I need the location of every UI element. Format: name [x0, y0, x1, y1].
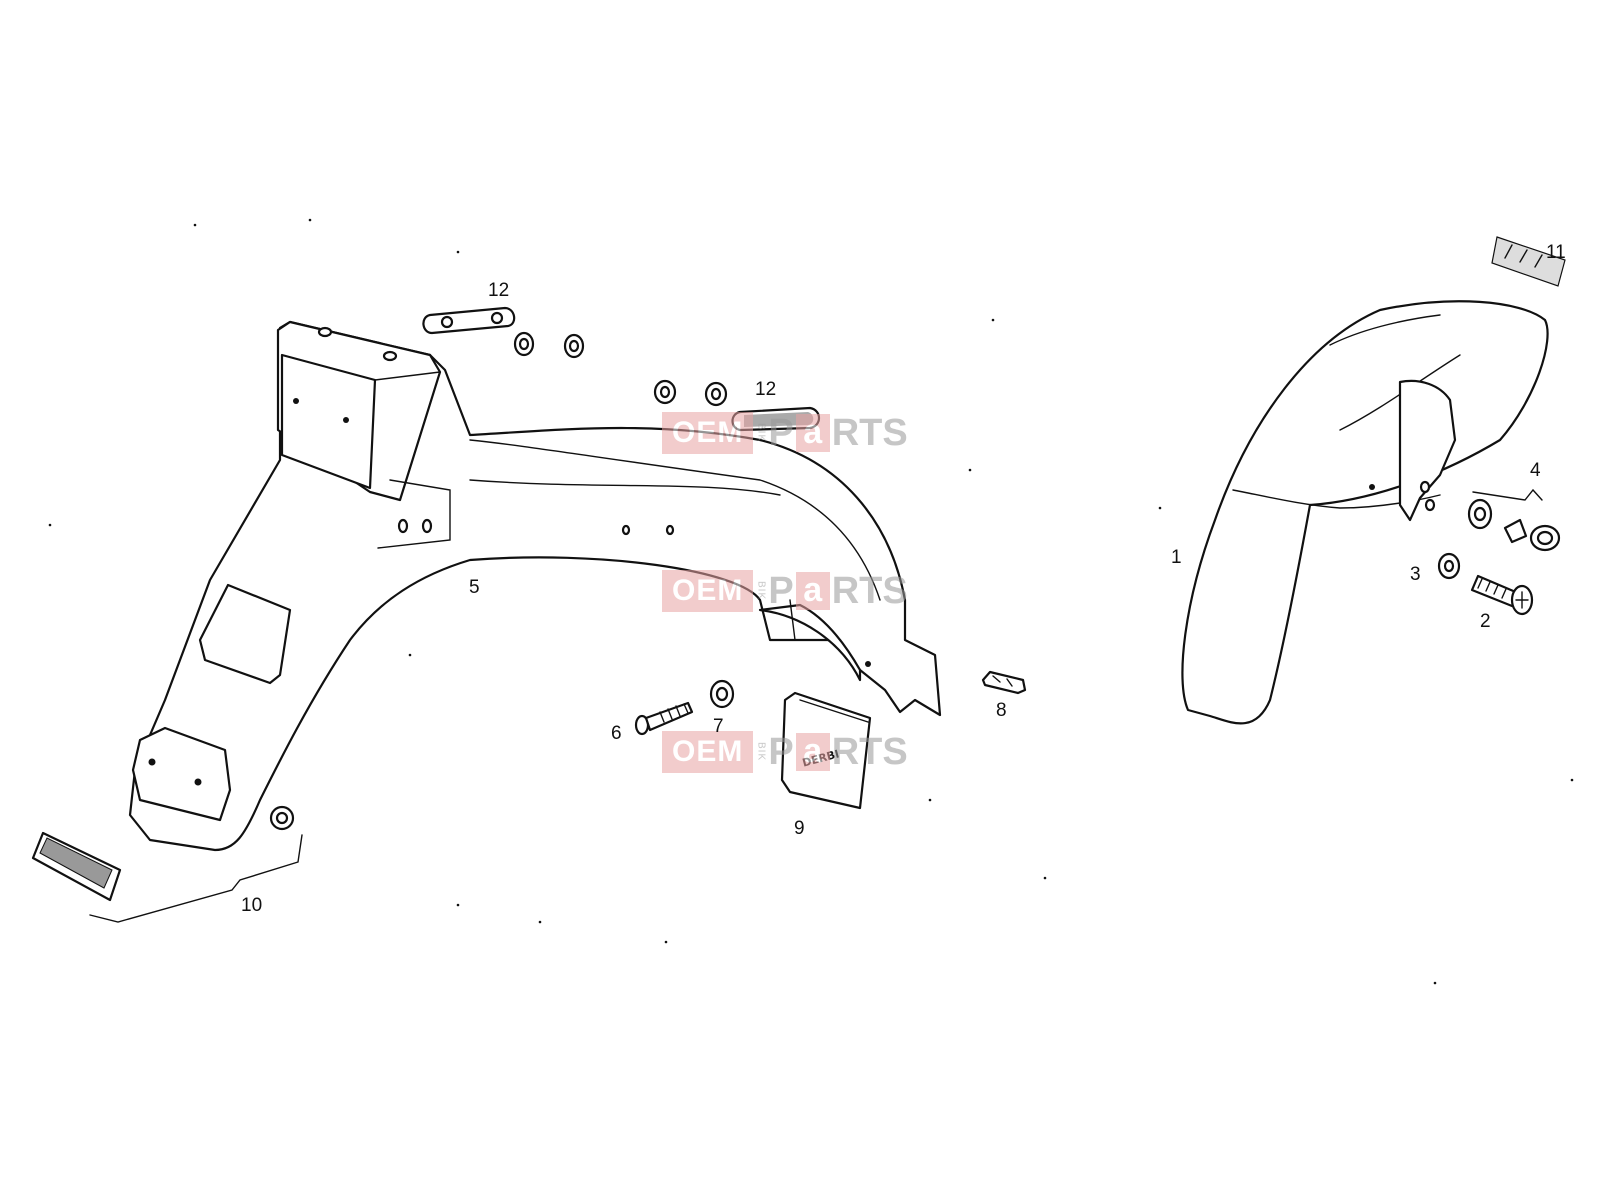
callout-3: 3	[1410, 564, 1421, 585]
reflector-part-10	[31, 831, 303, 923]
plate-part-11	[1491, 236, 1566, 287]
screw-part-6	[634, 701, 694, 736]
callout-7: 7	[713, 716, 724, 737]
callout-12-top: 12	[488, 280, 510, 301]
callout-2: 2	[1480, 611, 1491, 632]
callout-1: 1	[1171, 547, 1182, 568]
bracket-part-4	[1467, 488, 1561, 552]
washer-part-7	[709, 679, 735, 709]
star-washer	[269, 805, 295, 831]
front-fender-part-1	[1181, 300, 1549, 725]
callout-9: 9	[794, 818, 805, 839]
rear-mudguard-part-5	[128, 320, 942, 852]
plate-part-12	[422, 306, 585, 359]
callout-11: 11	[1546, 242, 1566, 263]
scan-specks	[48, 218, 1574, 985]
callout-10: 10	[241, 895, 263, 916]
screw-part-2	[1470, 574, 1534, 616]
callout-8: 8	[996, 700, 1007, 721]
callout-4: 4	[1530, 460, 1541, 481]
clip-nut-part-8	[981, 670, 1027, 695]
callout-12-center: 12	[755, 379, 777, 400]
side-reflector-part-12	[653, 379, 821, 432]
callout-6: 6	[611, 723, 622, 744]
washer-part-3	[1437, 552, 1461, 580]
callout-5: 5	[469, 577, 480, 598]
